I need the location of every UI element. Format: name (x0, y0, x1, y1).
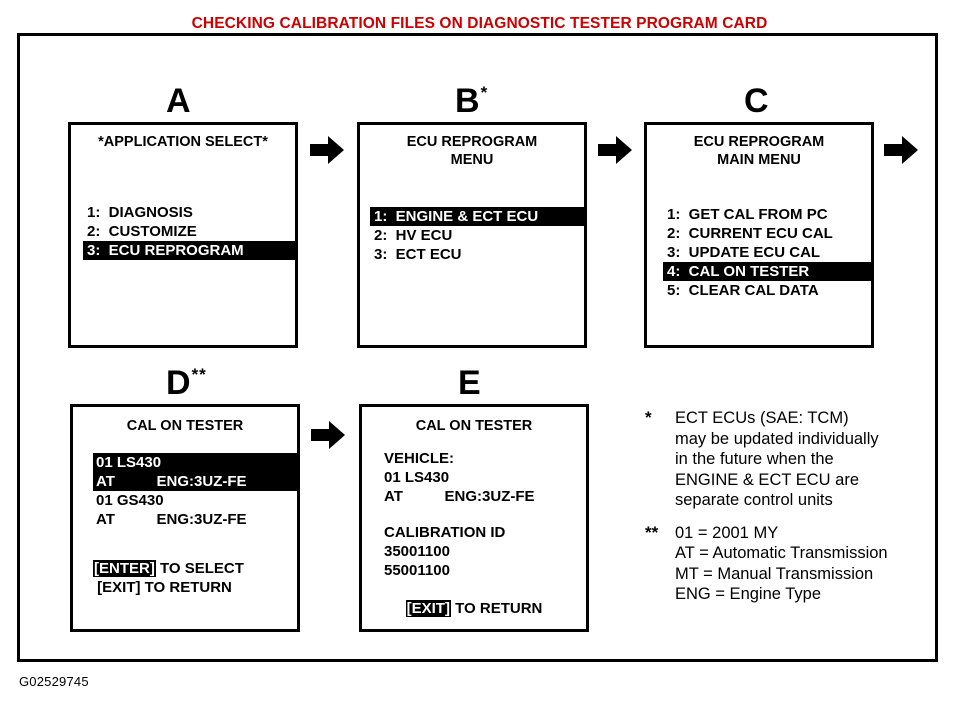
screen-c-title: ECU REPROGRAM MAIN MENU (693, 134, 825, 168)
menu-item[interactable]: 3: UPDATE ECU CAL (667, 244, 821, 261)
vehicle-entry-line2[interactable]: AT ENG:3UZ-FE (96, 511, 247, 528)
step-label-e: E (458, 366, 481, 400)
screen-d-key-hints: [ENTER] TO SELECT [EXIT] TO RETURN (73, 559, 297, 597)
menu-item[interactable]: 2: CURRENT ECU CAL (667, 225, 833, 242)
menu-item-selected[interactable]: 4: CAL ON TESTER (663, 262, 871, 281)
exit-key-text: TO RETURN (450, 600, 543, 617)
footnote-marker: * (645, 408, 652, 427)
screen-a-menu: 1: DIAGNOSIS 2: CUSTOMIZE 3: ECU REPROGR… (71, 203, 295, 260)
enter-key-hint: [ENTER] TO SELECT (93, 559, 297, 578)
footnote-line: ECT ECUs (SAE: TCM) (675, 409, 849, 427)
enter-key-badge[interactable]: [ENTER] (93, 560, 156, 577)
step-sup-d: ** (191, 364, 207, 384)
screen-panel-a: *APPLICATION SELECT* 1: DIAGNOSIS 2: CUS… (68, 122, 298, 348)
vehicle-entry-line1[interactable]: 01 GS430 (96, 492, 164, 509)
screen-e-key-hint: [EXIT] TO RETURN (362, 600, 586, 617)
menu-item-selected[interactable]: 1: ENGINE & ECT ECU (370, 207, 584, 226)
step-letter-d: D (166, 364, 191, 402)
arrow-d-to-e-icon (311, 420, 345, 450)
footnote-marker: ** (645, 522, 659, 542)
step-label-c: C (744, 84, 769, 118)
screen-panel-e: CAL ON TESTER VEHICLE: 01 LS430 AT ENG:3… (359, 404, 589, 632)
step-letter-a: A (166, 82, 191, 120)
step-sup-b: * (480, 82, 489, 102)
footnote-line: MT = Manual Transmission (675, 564, 874, 583)
menu-item[interactable]: 2: CUSTOMIZE (87, 223, 197, 240)
footnote-line: AT = Automatic Transmission (675, 544, 888, 562)
footnote-line: may be updated individually (675, 429, 879, 448)
step-letter-b: B (455, 82, 480, 120)
screen-d-title: CAL ON TESTER (126, 418, 244, 434)
step-letter-e: E (458, 364, 481, 402)
menu-item[interactable]: 5: CLEAR CAL DATA (667, 282, 819, 299)
vehicle-spec: AT ENG:3UZ-FE (384, 488, 535, 505)
enter-key-text: TO SELECT (155, 560, 244, 577)
footnote-line: 01 = 2001 MY (675, 523, 779, 542)
screen-b-title: ECU REPROGRAM MENU (406, 134, 538, 168)
calibration-id-value: 35001100 (384, 543, 450, 560)
footnote-line: ENG = Engine Type (675, 585, 821, 603)
screen-panel-d: CAL ON TESTER 01 LS430 AT ENG:3UZ-FE 01 … (70, 404, 300, 632)
footnote-line: in the future when the (675, 450, 834, 468)
vehicle-entry-selected-line1[interactable]: 01 LS430 (93, 453, 297, 472)
vehicle-model: 01 LS430 (384, 469, 450, 486)
arrow-a-to-b-icon (310, 135, 344, 165)
screen-panel-b: ECU REPROGRAM MENU 1: ENGINE & ECT ECU 2… (357, 122, 587, 348)
page-title: CHECKING CALIBRATION FILES ON DIAGNOSTIC… (191, 15, 768, 32)
step-label-a: A (166, 84, 191, 118)
step-letter-c: C (744, 82, 769, 120)
screen-panel-c: ECU REPROGRAM MAIN MENU 1: GET CAL FROM … (644, 122, 874, 348)
footnote-text: 01 = 2001 MY AT = Automatic Transmission… (675, 523, 925, 605)
screen-b-menu: 1: ENGINE & ECT ECU 2: HV ECU 3: ECT ECU (360, 207, 584, 264)
menu-item[interactable]: 3: ECT ECU (374, 246, 462, 263)
footnote-double-asterisk: ** 01 = 2001 MY AT = Automatic Transmiss… (645, 523, 925, 605)
step-label-d: D** (166, 366, 206, 400)
figure-id: G02529745 (19, 674, 89, 689)
menu-item[interactable]: 2: HV ECU (374, 227, 453, 244)
footnote-single-asterisk: * ECT ECUs (SAE: TCM) may be updated ind… (645, 408, 925, 511)
arrow-c-to-next-icon (884, 135, 918, 165)
menu-item-selected[interactable]: 3: ECU REPROGRAM (83, 241, 295, 260)
calibration-id-label: CALIBRATION ID (384, 524, 506, 541)
screen-e-title: CAL ON TESTER (415, 418, 533, 434)
screen-e-body: VEHICLE: 01 LS430 AT ENG:3UZ-FE CALIBRAT… (362, 449, 586, 580)
step-label-b: B* (455, 84, 487, 118)
footnote-text: ECT ECUs (SAE: TCM) may be updated indiv… (675, 408, 925, 511)
screen-d-vehicle-list: 01 LS430 AT ENG:3UZ-FE 01 GS430 AT ENG:3… (73, 453, 297, 529)
vehicle-entry-selected-line2[interactable]: AT ENG:3UZ-FE (93, 472, 297, 491)
exit-key-hint: [EXIT] TO RETURN (93, 579, 232, 596)
exit-key-badge[interactable]: [EXIT] (405, 600, 451, 617)
vehicle-label: VEHICLE: (384, 450, 455, 467)
footnotes: * ECT ECUs (SAE: TCM) may be updated ind… (645, 408, 925, 605)
menu-item[interactable]: 1: GET CAL FROM PC (667, 206, 828, 223)
calibration-id-value: 55001100 (384, 562, 450, 579)
arrow-b-to-c-icon (598, 135, 632, 165)
body-spacer (384, 506, 586, 523)
footnote-line: separate control units (675, 491, 833, 509)
menu-item[interactable]: 1: DIAGNOSIS (87, 204, 193, 221)
screen-c-menu: 1: GET CAL FROM PC 2: CURRENT ECU CAL 3:… (647, 205, 871, 300)
screen-a-title: *APPLICATION SELECT* (98, 134, 268, 150)
footnote-line: ENGINE & ECT ECU are (675, 470, 859, 489)
